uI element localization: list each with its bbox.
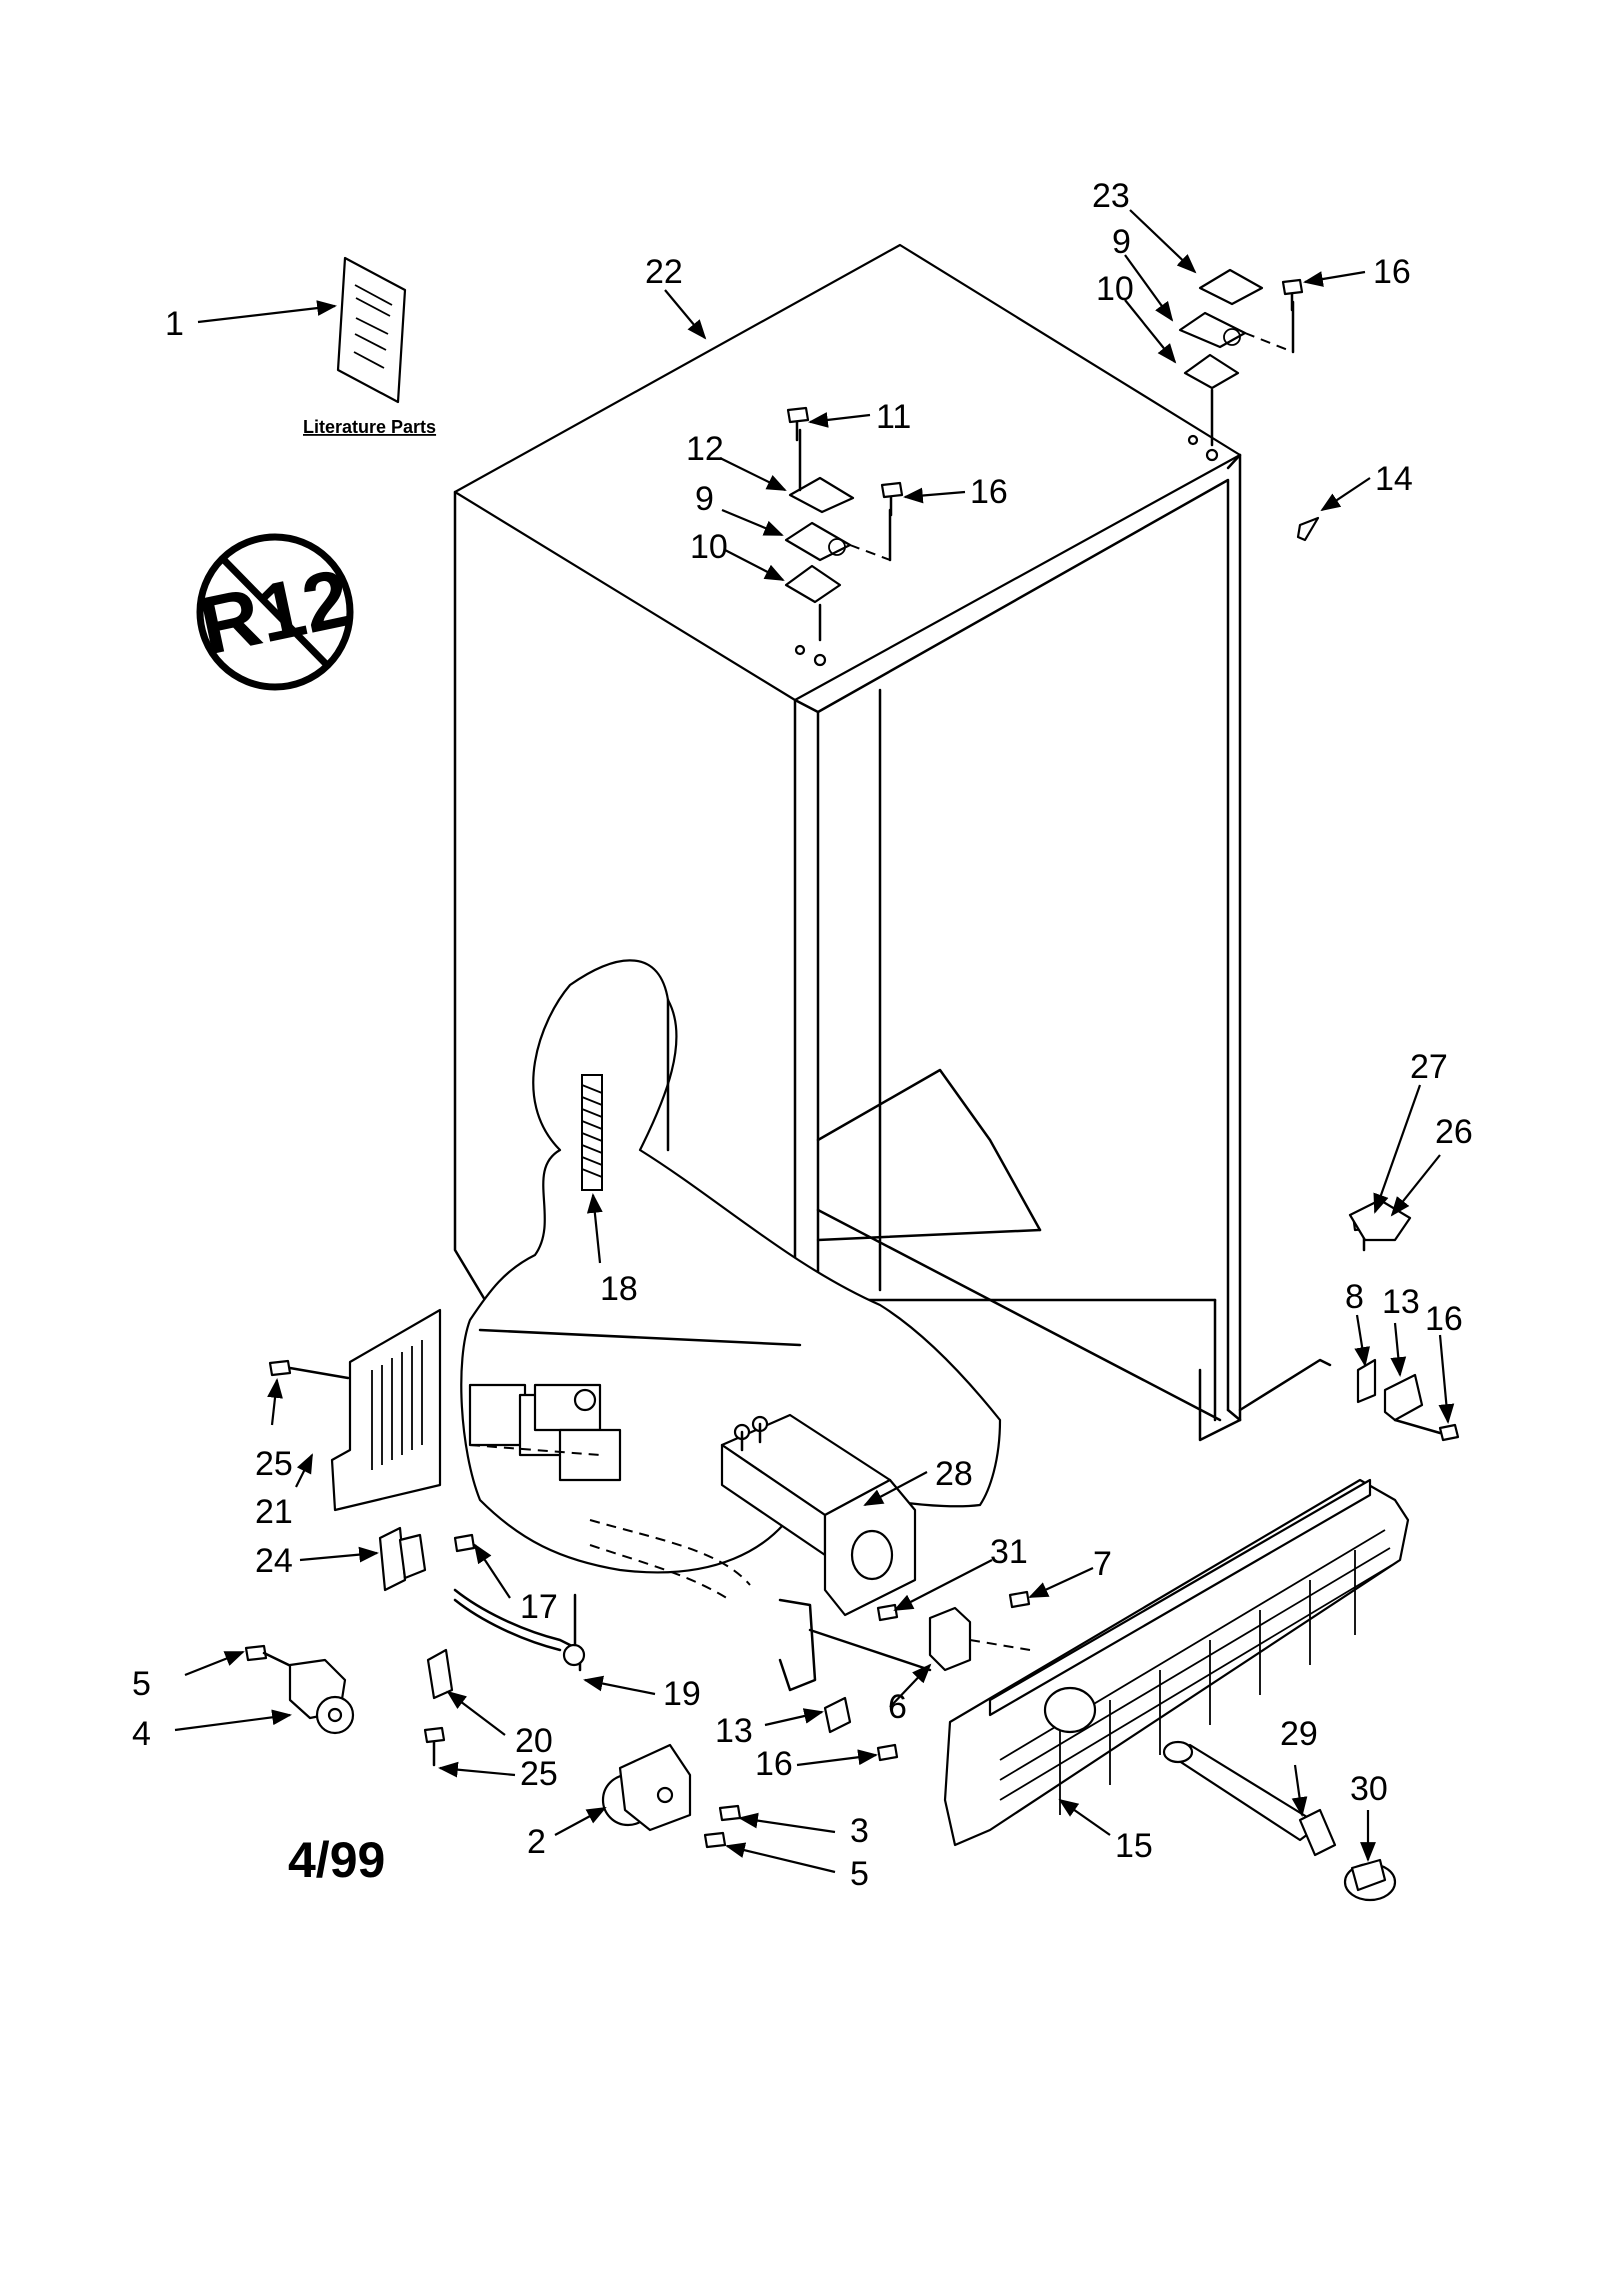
callout-1: 1 — [165, 305, 184, 343]
water-tube — [423, 1588, 586, 1767]
water-filter — [1162, 1740, 1337, 1857]
callout-21: 21 — [255, 1493, 293, 1531]
callout-arrows — [174, 209, 1455, 1874]
callout-26: 26 — [1435, 1113, 1473, 1151]
callout-12: 12 — [686, 430, 724, 468]
left-top-hinge — [784, 406, 904, 667]
callout-25: 25 — [520, 1755, 558, 1793]
left-side-panel — [268, 1308, 442, 1512]
callout-14: 14 — [1375, 460, 1413, 498]
screws-center — [876, 1590, 1031, 1762]
callout-29: 29 — [1280, 1715, 1318, 1753]
callout-22: 22 — [645, 253, 683, 291]
callout-9: 9 — [1112, 223, 1131, 261]
callout-10: 10 — [690, 528, 728, 566]
callout-19: 19 — [663, 1675, 701, 1713]
callout-8: 8 — [1345, 1278, 1364, 1316]
callout-11: 11 — [876, 398, 911, 436]
drain-coil — [581, 1074, 603, 1191]
callout-27: 27 — [1410, 1048, 1448, 1086]
callout-25: 25 — [255, 1445, 293, 1483]
callout-17: 17 — [520, 1588, 558, 1626]
filter-cap — [1343, 1858, 1397, 1902]
front-roller-left — [244, 1644, 355, 1735]
callout-16: 16 — [1373, 253, 1411, 291]
callout-24: 24 — [255, 1542, 293, 1580]
callout-20: 20 — [515, 1722, 553, 1760]
callout-6: 6 — [888, 1688, 907, 1726]
callout-9: 9 — [695, 480, 714, 518]
callout-16: 16 — [755, 1745, 793, 1783]
callout-23: 23 — [1092, 177, 1130, 215]
callout-10: 10 — [1096, 270, 1134, 308]
base-grille — [943, 1478, 1410, 1847]
callout-18: 18 — [600, 1270, 638, 1308]
cabinet-base — [778, 1598, 817, 1692]
front-roller-right — [601, 1743, 742, 1849]
cabinet — [453, 243, 1332, 1442]
drain-duct — [720, 1413, 917, 1617]
callout-5: 5 — [132, 1665, 151, 1703]
grille-brackets — [823, 1606, 1031, 1734]
no-r12-badge: R12 — [192, 533, 358, 691]
literature-parts-label: Literature Parts — [303, 417, 436, 437]
callout-13: 13 — [1382, 1283, 1420, 1321]
right-top-hinge — [1178, 268, 1304, 462]
callout-30: 30 — [1350, 1770, 1388, 1808]
callout-15: 15 — [1115, 1827, 1153, 1865]
date-code: 4/99 — [288, 1832, 385, 1888]
callout-16: 16 — [970, 473, 1008, 511]
clamp-bracket — [378, 1526, 476, 1592]
door-stop-pin — [1296, 516, 1320, 542]
callout-28: 28 — [935, 1455, 973, 1493]
callout-3: 3 — [850, 1812, 869, 1850]
callout-16: 16 — [1425, 1300, 1463, 1338]
callout-7: 7 — [1093, 1545, 1112, 1583]
water-valve-assembly — [468, 1383, 622, 1482]
callout-4: 4 — [132, 1715, 151, 1753]
literature-booklet — [336, 256, 407, 404]
callout-31: 31 — [990, 1533, 1028, 1571]
callout-numbers: 1 22 23 9 16 10 11 12 16 9 10 14 27 26 8… — [132, 177, 1473, 1893]
callout-5: 5 — [850, 1855, 869, 1893]
callout-2: 2 — [527, 1823, 546, 1861]
callout-13: 13 — [715, 1712, 753, 1750]
